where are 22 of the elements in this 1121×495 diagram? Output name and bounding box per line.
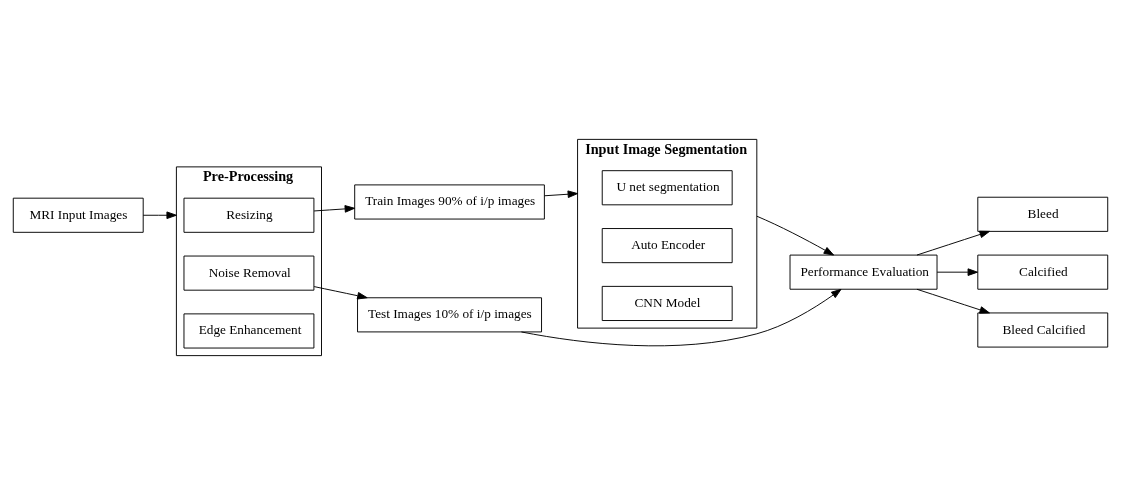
node-box: U net segmentation: [601, 170, 733, 206]
node-box: Resizing: [183, 197, 315, 233]
node-box: Performance Evaluation: [789, 254, 938, 290]
node-box: Train Images 90% of i/p images: [354, 184, 545, 220]
arrow: [936, 268, 978, 276]
arrow: [313, 286, 368, 300]
arrow: [544, 190, 579, 198]
node-box: Test Images 10% of i/p images: [357, 297, 542, 333]
node-box: Noise Removal: [183, 255, 315, 291]
node-box: Bleed: [977, 196, 1109, 232]
arrow: [756, 215, 835, 256]
node-box: Auto Encoder: [601, 228, 733, 264]
node-box: Edge Enhancement: [183, 313, 315, 349]
arrow: [142, 211, 177, 220]
node-box: Calcified: [977, 254, 1109, 290]
node-box: CNN Model: [601, 285, 733, 321]
node-box: MRI Input Images: [12, 197, 144, 233]
arrow: [520, 288, 842, 347]
arrow: [916, 288, 990, 314]
node-box: Bleed Calcified: [977, 312, 1109, 348]
arrow: [916, 230, 990, 256]
arrow: [313, 205, 356, 213]
